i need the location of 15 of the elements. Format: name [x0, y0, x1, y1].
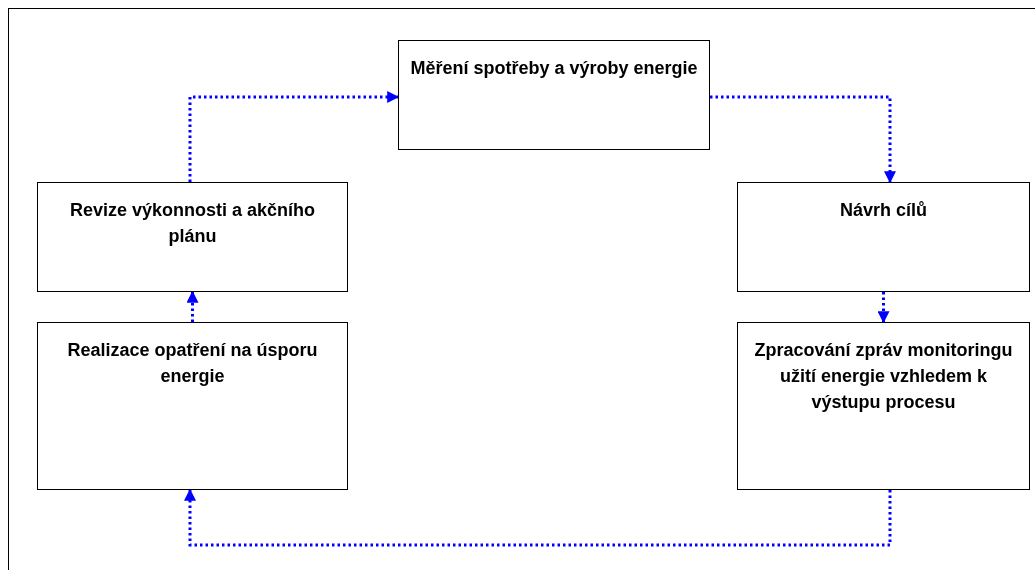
process-box: [737, 322, 1030, 490]
box-label: Návrh cílů: [839, 199, 928, 222]
arrow: [710, 95, 896, 184]
arrow: [186, 290, 199, 322]
process-box: [37, 322, 348, 490]
arrow: [184, 488, 892, 547]
box-label: Realizace opatření na úsporu energie: [66, 339, 319, 388]
arrow: [877, 292, 890, 324]
process-box: [398, 40, 710, 150]
process-box: [737, 182, 1030, 292]
box-label: Měření spotřeby a výroby energie: [409, 57, 699, 80]
arrow: [188, 91, 400, 182]
process-box: [37, 182, 348, 292]
box-label: Revize výkonnosti a akčního plánu: [68, 199, 317, 248]
box-label: Zpracování zpráv monitoringu užití energie vzhledem k výstupu procesu: [753, 339, 1014, 414]
